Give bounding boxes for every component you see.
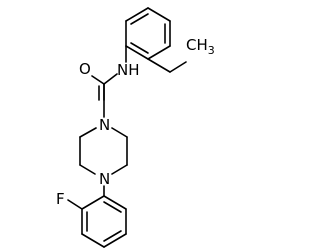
amide-nh-label: NH [117, 61, 140, 79]
piperazine-n4-label: N [99, 170, 110, 188]
bond-nh-carbonyl [103, 73, 118, 85]
fluorine-label: F [56, 190, 65, 208]
molecule-drawing: NH O N N F CH3 [56, 7, 215, 248]
bond-c-f [67, 199, 83, 210]
structure-diagram: NH O N N F CH3 [56, 7, 215, 248]
methyl-subscript: 3 [208, 44, 215, 57]
fluorophenyl-ring [81, 195, 127, 248]
piperazine-n1-label: N [99, 116, 110, 134]
piperazine-ring [79, 127, 128, 175]
ethyl-group [147, 58, 187, 73]
methyl-label: CH3 [186, 36, 215, 57]
carbonyl-group [91, 75, 105, 118]
ethylphenyl-ring [125, 7, 171, 60]
methyl-ch: CH [186, 36, 208, 54]
carbonyl-oxygen-label: O [79, 60, 91, 78]
